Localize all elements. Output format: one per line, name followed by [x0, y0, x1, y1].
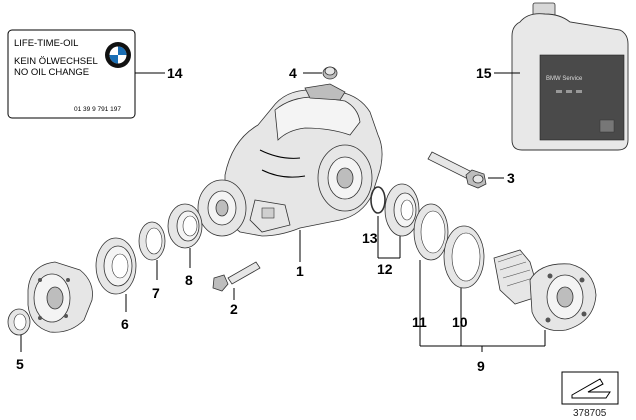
plug-part-4 — [322, 66, 338, 80]
output-flange-part — [27, 261, 93, 333]
callout-14: 14 — [167, 65, 183, 81]
oil-label-card: LIFE-TIME-OIL KEIN ÖLWECHSEL NO OIL CHAN… — [7, 29, 136, 119]
label-line-2: KEIN ÖLWECHSEL — [14, 56, 98, 67]
diagram-reference-number: 378705 — [573, 408, 607, 419]
callout-13: 13 — [362, 230, 378, 246]
drive-shaft-flange-part — [493, 249, 597, 331]
bearing-seal-part-12 — [384, 183, 420, 237]
callout-5: 5 — [16, 356, 24, 372]
callout-6: 6 — [121, 316, 129, 332]
callout-4: 4 — [289, 65, 297, 81]
callout-3: 3 — [507, 170, 515, 186]
callout-11: 11 — [412, 314, 427, 330]
callout-2: 2 — [230, 301, 238, 317]
label-line-3: NO OIL CHANGE — [14, 67, 89, 78]
ring-part-5 — [7, 308, 31, 336]
bolt-part-3 — [427, 151, 487, 189]
shaft-seal-part-8 — [167, 203, 203, 249]
bolt-part-2 — [212, 261, 261, 292]
callout-8: 8 — [185, 272, 193, 288]
callout-10: 10 — [452, 314, 468, 330]
callout-9: 9 — [477, 358, 485, 374]
callout-15: 15 — [476, 65, 492, 81]
oil-bottle-part: BMW Service — [511, 2, 629, 151]
label-line-1: LIFE-TIME-OIL — [14, 38, 78, 49]
label-part-number: 01 39 9 791 197 — [74, 106, 121, 113]
callout-7: 7 — [152, 285, 160, 301]
ring-part-11 — [413, 203, 449, 261]
ring-part-10 — [443, 225, 485, 289]
callout-1: 1 — [296, 263, 304, 279]
bmw-logo-icon — [105, 42, 131, 68]
bottle-label-text: BMW Service — [546, 76, 583, 82]
differential-housing-part — [197, 83, 383, 237]
ring-part-7 — [138, 221, 166, 261]
seal-part-6 — [95, 237, 137, 295]
view-direction-icon — [561, 371, 619, 405]
callout-12: 12 — [377, 261, 393, 277]
o-ring-part-13 — [370, 186, 386, 214]
